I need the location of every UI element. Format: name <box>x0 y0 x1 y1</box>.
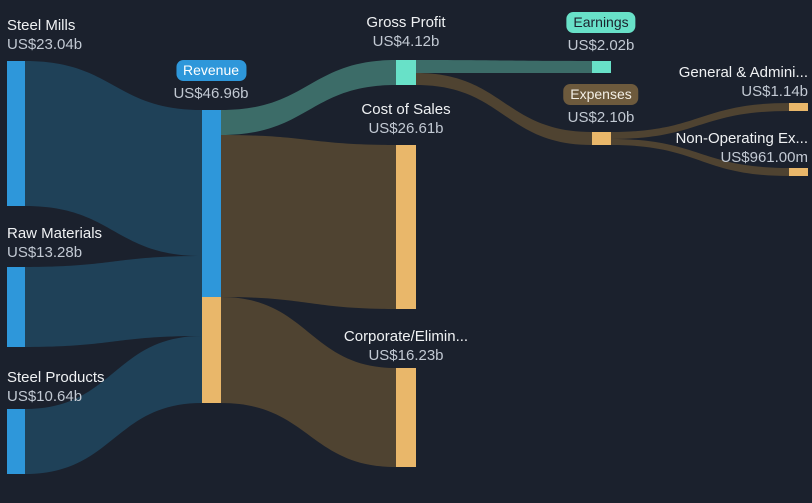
node-general-admin[interactable] <box>789 103 808 111</box>
flow-revenue-to-corporate <box>221 297 396 467</box>
node-earnings[interactable] <box>592 61 611 73</box>
flow-revenue-to-cost-of-sales <box>221 135 396 309</box>
steel-mills-name: Steel Mills <box>7 17 76 34</box>
label-cost-of-sales: Cost of Sales US$26.61b <box>361 100 450 138</box>
revenue-pill[interactable]: Revenue <box>175 60 247 81</box>
cost-of-sales-name: Cost of Sales <box>361 101 451 118</box>
node-corporate-eliminations[interactable] <box>396 368 416 467</box>
non-operating-name: Non-Operating Ex... <box>675 130 808 147</box>
flow-steel-mills-to-revenue <box>25 61 202 256</box>
non-operating-value: US$961.00m <box>720 149 808 166</box>
gross-profit-name: Gross Profit <box>366 14 446 31</box>
sankey-flows <box>25 60 789 474</box>
general-admin-name: General & Admini... <box>678 64 808 81</box>
node-revenue-operating-segment[interactable] <box>202 110 221 297</box>
label-steel-mills: Steel Mills US$23.04b <box>7 16 82 54</box>
label-expenses: Expenses US$2.10b <box>563 84 639 126</box>
gross-profit-value: US$4.12b <box>372 33 440 50</box>
corporate-value: US$16.23b <box>368 347 444 364</box>
node-non-operating[interactable] <box>789 168 808 176</box>
flow-steel-products-to-revenue <box>25 336 202 474</box>
revenue-value: US$46.96b <box>173 85 249 102</box>
label-earnings: Earnings US$2.02b <box>566 12 636 54</box>
label-raw-materials: Raw Materials US$13.28b <box>7 224 102 262</box>
node-steel-products[interactable] <box>7 409 25 474</box>
label-corporate-eliminations: Corporate/Elimin... US$16.23b <box>344 327 468 365</box>
steel-mills-value: US$23.04b <box>7 36 83 53</box>
label-steel-products: Steel Products US$10.64b <box>7 368 105 406</box>
raw-materials-name: Raw Materials <box>7 225 103 242</box>
label-revenue: Revenue US$46.96b <box>173 60 249 102</box>
label-gross-profit: Gross Profit US$4.12b <box>366 13 445 51</box>
node-steel-mills[interactable] <box>7 61 25 206</box>
label-general-admin: General & Admini... US$1.14b <box>679 63 808 101</box>
raw-materials-value: US$13.28b <box>7 244 83 261</box>
node-revenue-corporate-segment[interactable] <box>202 297 221 403</box>
expenses-value: US$2.10b <box>567 109 635 126</box>
steel-products-name: Steel Products <box>7 369 105 386</box>
earnings-value: US$2.02b <box>567 37 635 54</box>
flow-revenue-to-gross-profit <box>221 60 396 135</box>
steel-products-value: US$10.64b <box>7 388 83 405</box>
node-raw-materials[interactable] <box>7 267 25 347</box>
flow-raw-materials-to-revenue <box>25 256 202 347</box>
cost-of-sales-value: US$26.61b <box>368 120 444 137</box>
label-non-operating: Non-Operating Ex... US$961.00m <box>675 129 808 167</box>
sankey-nodes <box>7 60 808 474</box>
node-gross-profit[interactable] <box>396 60 416 85</box>
expenses-pill[interactable]: Expenses <box>563 84 639 105</box>
earnings-pill[interactable]: Earnings <box>566 12 636 33</box>
node-expenses[interactable] <box>592 132 611 145</box>
flow-expenses-to-non-operating <box>611 139 789 176</box>
node-cost-of-sales[interactable] <box>396 145 416 309</box>
general-admin-value: US$1.14b <box>741 83 808 100</box>
flow-gross-profit-to-earnings <box>416 60 592 73</box>
corporate-name: Corporate/Elimin... <box>343 328 469 345</box>
flow-expenses-to-general-admin <box>611 103 789 139</box>
flow-gross-profit-to-expenses <box>416 73 592 145</box>
